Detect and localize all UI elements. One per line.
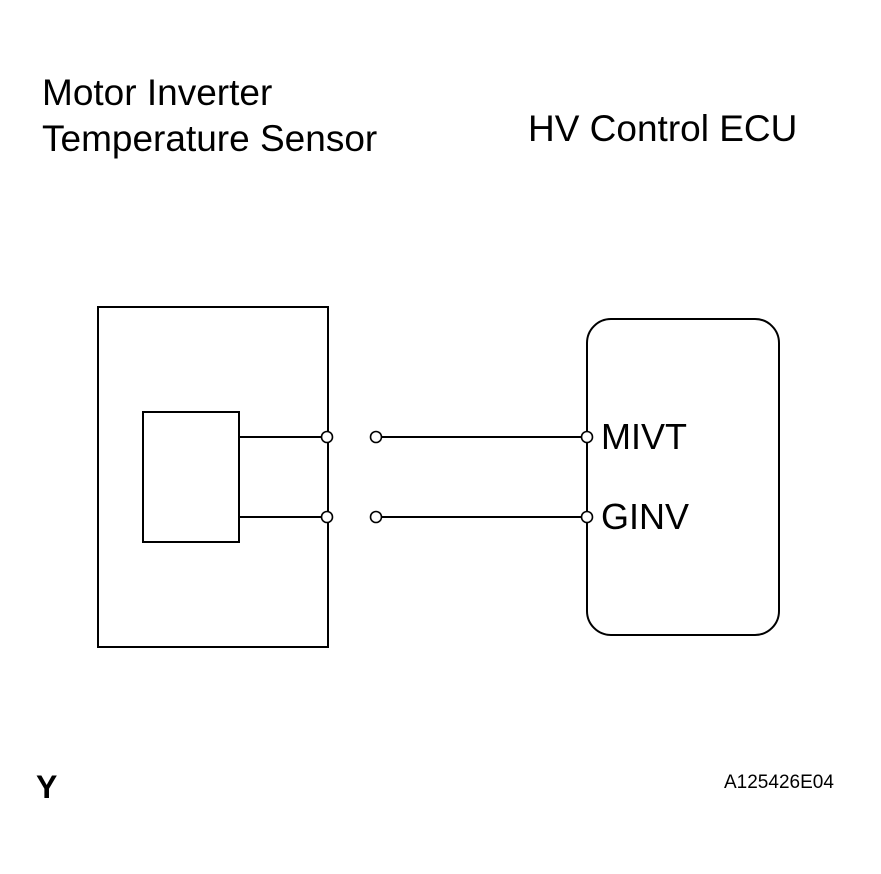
sensor-title: Motor Inverter Temperature Sensor [42, 70, 377, 162]
ecu-housing [586, 318, 780, 636]
harness-terminal-2 [369, 510, 383, 524]
sensor-housing [97, 306, 329, 648]
ecu-terminal-2 [580, 510, 594, 524]
corner-letter: Y [36, 769, 58, 805]
harness-terminal-1 [369, 430, 383, 444]
ecu-pin-label: GINV [601, 496, 690, 537]
ecu-terminal-1 [580, 430, 594, 444]
ecu-title: HV Control ECU [528, 108, 798, 149]
sensor-terminal-1 [320, 430, 334, 444]
ecu-pin-label: MIVT [601, 416, 687, 457]
sensor-title-line2: Temperature Sensor [42, 118, 378, 159]
sensor-terminal-2 [320, 510, 334, 524]
sensor-element [142, 411, 240, 543]
figure-id: A125426E04 [724, 772, 834, 793]
sensor-title-line1: Motor Inverter [42, 72, 273, 113]
